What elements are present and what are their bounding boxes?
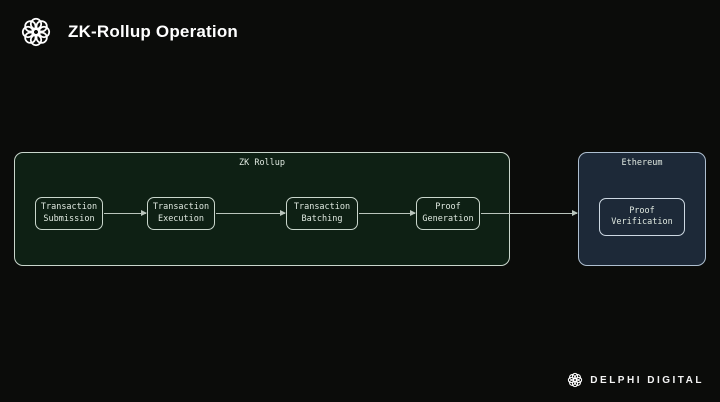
node-label: Proof Verification — [611, 205, 673, 227]
node-proof-verification: Proof Verification — [599, 198, 685, 236]
node-transaction-submission: Transaction Submission — [35, 197, 103, 230]
node-label: Transaction Execution — [152, 202, 210, 224]
footer-brand: DELPHI DIGITAL — [567, 372, 704, 388]
arrow-generation-to-verification — [481, 209, 578, 216]
delphi-flower-icon — [567, 372, 583, 388]
page-title: ZK-Rollup Operation — [68, 22, 239, 41]
node-label: Transaction Batching — [293, 202, 351, 224]
zk-rollup-container — [14, 152, 510, 266]
node-transaction-execution: Transaction Execution — [147, 197, 215, 230]
arrow-execution-to-batching — [216, 209, 286, 216]
ethereum-label: Ethereum — [621, 158, 663, 168]
node-label: Transaction Submission — [40, 202, 98, 224]
brand-name: DELPHI DIGITAL — [590, 374, 704, 386]
arrow-batching-to-generation — [359, 209, 416, 216]
arrow-submission-to-execution — [104, 209, 147, 216]
node-proof-generation: Proof Generation — [416, 197, 480, 230]
node-transaction-batching: Transaction Batching — [286, 197, 358, 230]
node-label: Proof Generation — [422, 202, 474, 224]
delphi-flower-icon — [20, 16, 52, 48]
zk-rollup-label: ZK Rollup — [238, 158, 286, 168]
header: ZK-Rollup Operation — [20, 16, 238, 48]
